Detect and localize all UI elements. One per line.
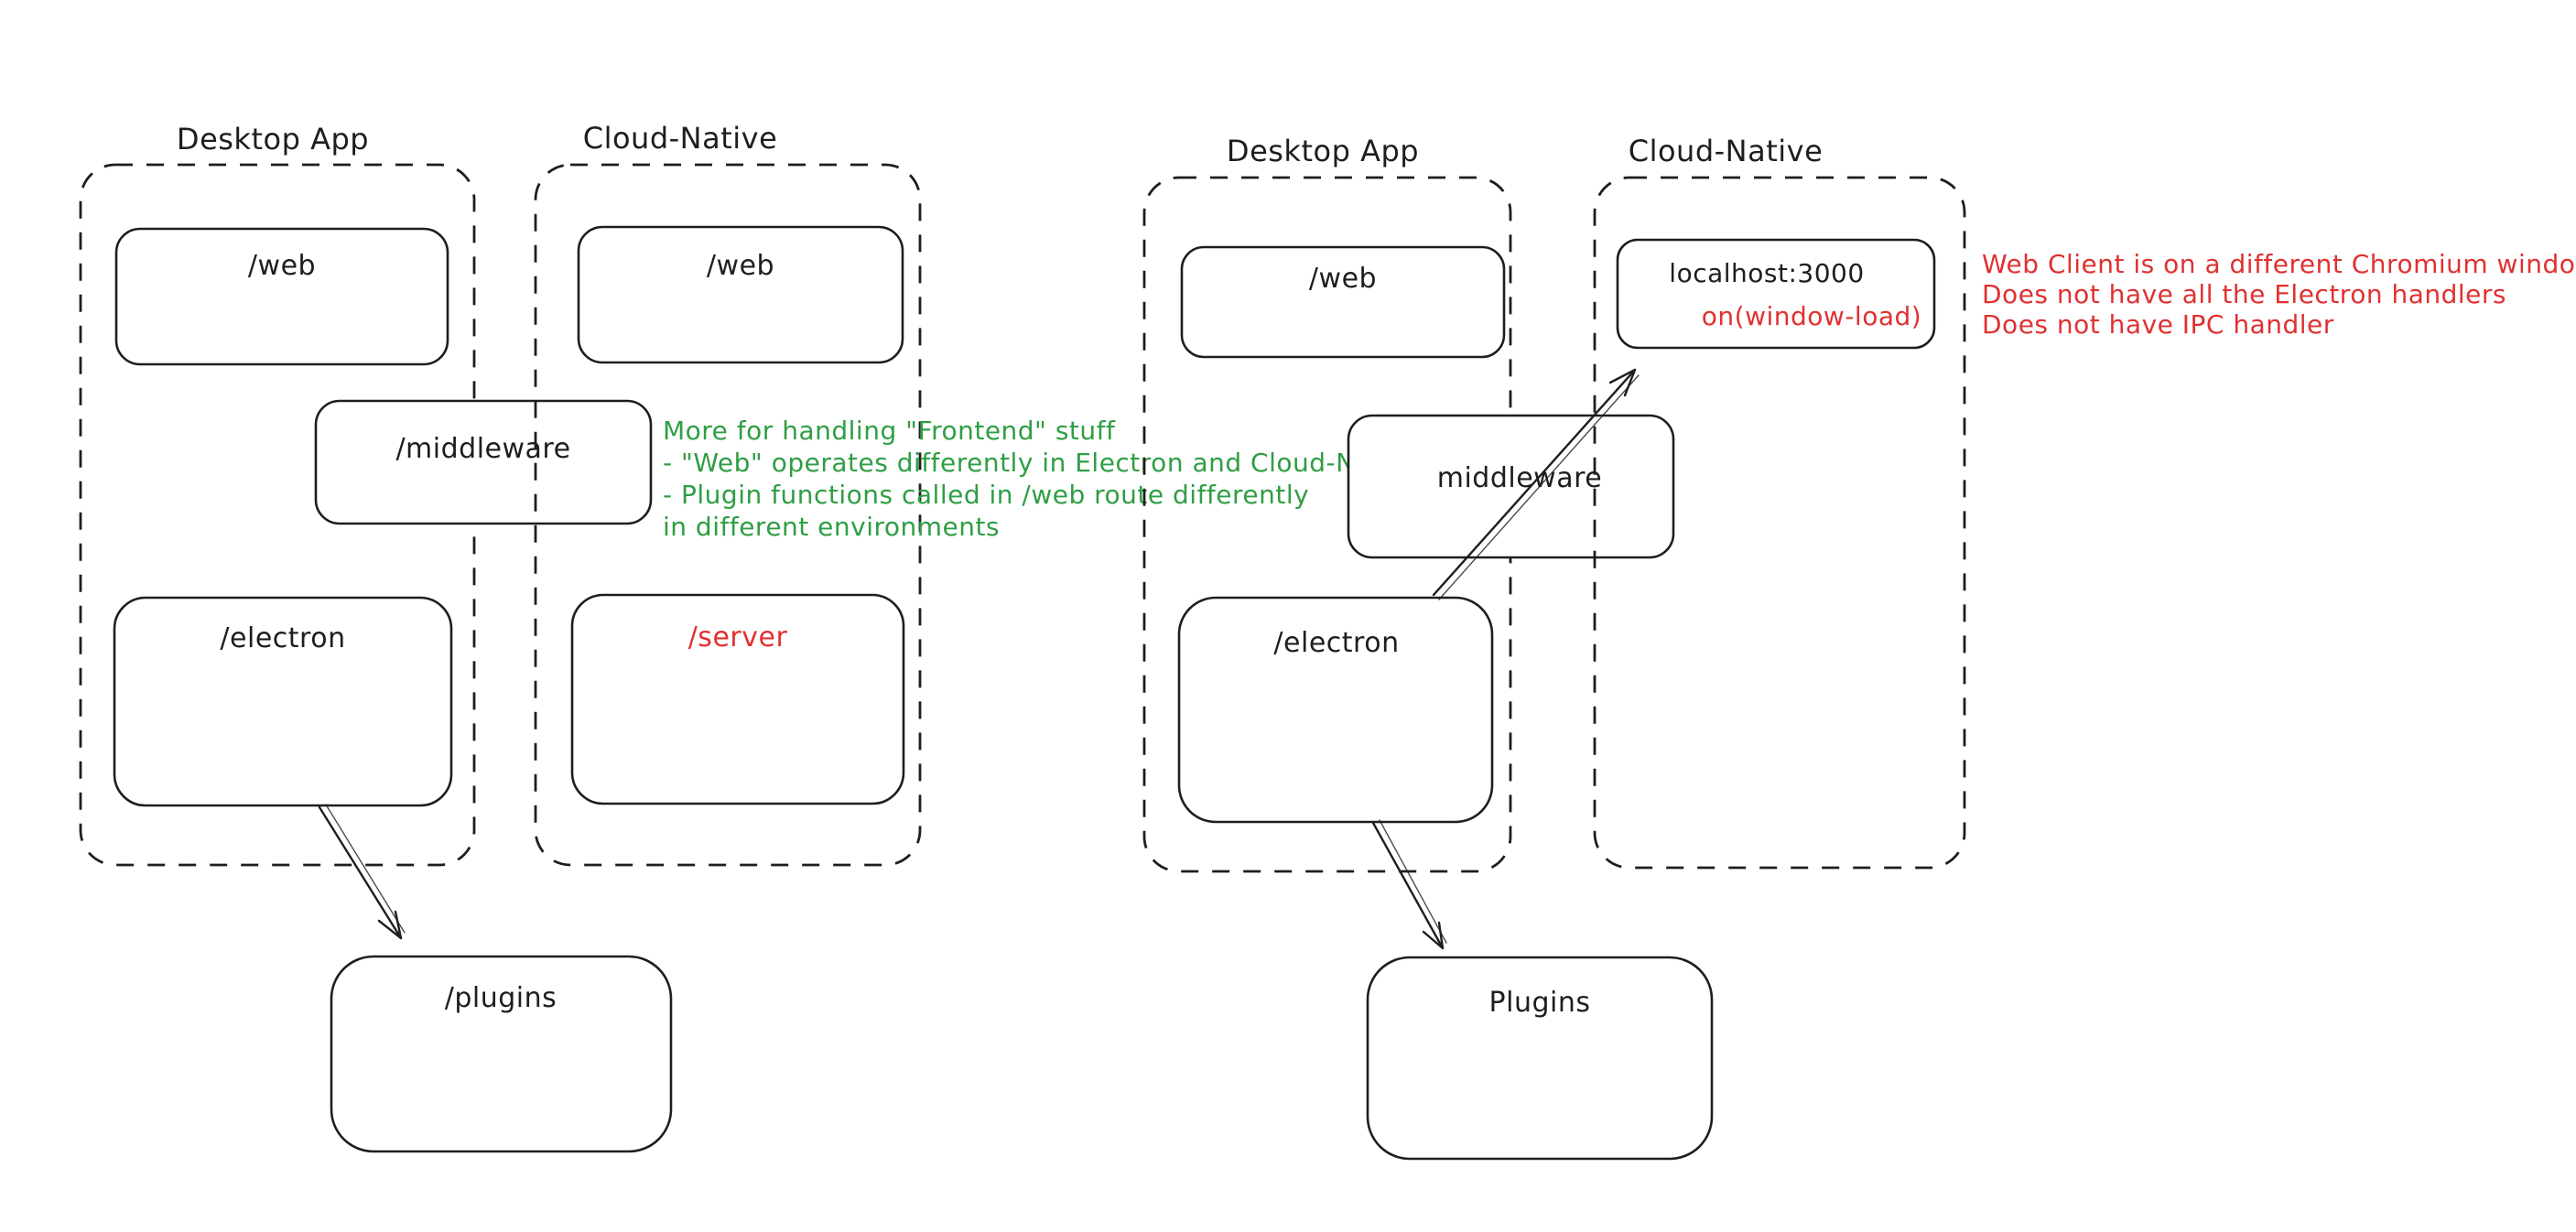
arrow-shaft-sketch <box>1438 374 1640 600</box>
green-note-line-3: - Plugin functions called in /web route … <box>663 480 1309 510</box>
group-right-cloud-native[interactable]: Cloud-Native localhost:3000 on(window-lo… <box>1593 134 1966 870</box>
node-electron-right[interactable]: /electron <box>1177 596 1494 824</box>
node-plugins-right[interactable]: Plugins <box>1366 956 1714 1161</box>
node-web-right-desktop-box[interactable] <box>1180 245 1506 359</box>
red-note-line-2: Does not have all the Electron handlers <box>1982 279 2506 309</box>
arrow-shaft-sketch <box>1379 819 1447 944</box>
arrow-electron-to-localhost[interactable] <box>1432 368 1640 600</box>
group-left-desktop-app[interactable]: Desktop App /web /middleware /electron /… <box>79 122 673 1153</box>
group-title-right-cloud[interactable]: Cloud-Native <box>1629 134 1824 168</box>
node-middleware-left-box[interactable] <box>314 399 653 525</box>
node-middleware-right[interactable]: middleware <box>1347 414 1675 559</box>
node-plugins-left[interactable]: /plugins <box>330 955 673 1153</box>
red-note-line-1: Web Client is on a different Chromium wi… <box>1982 249 2576 279</box>
node-electron-right-box[interactable] <box>1177 596 1494 824</box>
arrowhead <box>1608 368 1637 397</box>
node-web-left-cloud-box[interactable] <box>577 225 904 364</box>
arrow-electron-to-plugins-right[interactable] <box>1371 819 1447 950</box>
node-middleware-left[interactable]: /middleware <box>314 399 653 525</box>
green-note-line-2: - "Web" operates differently in Electron… <box>663 448 1422 478</box>
container-right-cloud-dashed[interactable] <box>1593 176 1966 870</box>
group-title-right-desktop[interactable]: Desktop App <box>1227 134 1419 168</box>
node-localhost-handler-label: on(window-load) <box>1702 301 1921 331</box>
node-plugins-left-box[interactable] <box>330 955 673 1153</box>
arrow-shaft <box>1371 821 1445 950</box>
node-electron-right-label: /electron <box>1273 627 1399 659</box>
node-web-right-desktop[interactable]: /web <box>1180 245 1506 359</box>
green-note-line-4: in different environments <box>663 512 1000 542</box>
node-electron-left-box[interactable] <box>113 596 453 807</box>
node-web-left-desktop[interactable]: /web <box>114 227 449 366</box>
arrowhead <box>377 910 403 940</box>
node-localhost-label: localhost:3000 <box>1669 258 1864 288</box>
node-plugins-right-box[interactable] <box>1366 956 1714 1161</box>
node-localhost-right-cloud[interactable]: localhost:3000 on(window-load) <box>1616 238 1936 350</box>
node-electron-left-label: /electron <box>220 622 345 654</box>
node-plugins-left-label: /plugins <box>445 982 557 1014</box>
group-right-desktop-app[interactable]: Desktop App /web middleware /electron Pl… <box>1142 134 1714 1161</box>
arrowhead <box>1422 921 1445 950</box>
node-web-left-desktop-label: /web <box>248 250 316 282</box>
arrow-electron-to-plugins-left[interactable] <box>318 804 406 940</box>
arrow-shaft <box>318 805 403 940</box>
node-web-left-cloud-label: /web <box>707 250 774 282</box>
group-left-cloud-native[interactable]: Cloud-Native /web /server <box>534 121 922 867</box>
node-web-right-desktop-label: /web <box>1309 263 1377 295</box>
green-note-line-1: More for handling "Frontend" stuff <box>663 416 1116 446</box>
node-server-left-cloud-label: /server <box>688 621 788 654</box>
node-web-left-cloud[interactable]: /web <box>577 225 904 364</box>
arrow-shaft <box>1432 368 1637 597</box>
node-middleware-right-box[interactable] <box>1347 414 1675 559</box>
node-server-left-cloud-box[interactable] <box>570 593 905 805</box>
node-middleware-left-label: /middleware <box>395 433 570 465</box>
red-note-line-3: Does not have IPC handler <box>1982 309 2334 340</box>
node-middleware-right-label: middleware <box>1437 462 1603 494</box>
annotation-red-note[interactable]: Web Client is on a different Chromium wi… <box>1982 249 2576 340</box>
group-title-left-cloud[interactable]: Cloud-Native <box>583 121 778 156</box>
node-web-left-desktop-box[interactable] <box>114 227 449 366</box>
node-plugins-right-label: Plugins <box>1489 987 1591 1019</box>
annotation-green-note[interactable]: More for handling "Frontend" stuff - "We… <box>663 416 1422 542</box>
container-left-cloud-dashed[interactable] <box>534 163 922 867</box>
arrow-shaft-sketch <box>325 804 406 934</box>
node-server-left-cloud[interactable]: /server <box>570 593 905 805</box>
node-localhost-box[interactable] <box>1616 238 1936 350</box>
group-title-left-desktop[interactable]: Desktop App <box>177 122 369 157</box>
node-electron-left[interactable]: /electron <box>113 596 453 807</box>
